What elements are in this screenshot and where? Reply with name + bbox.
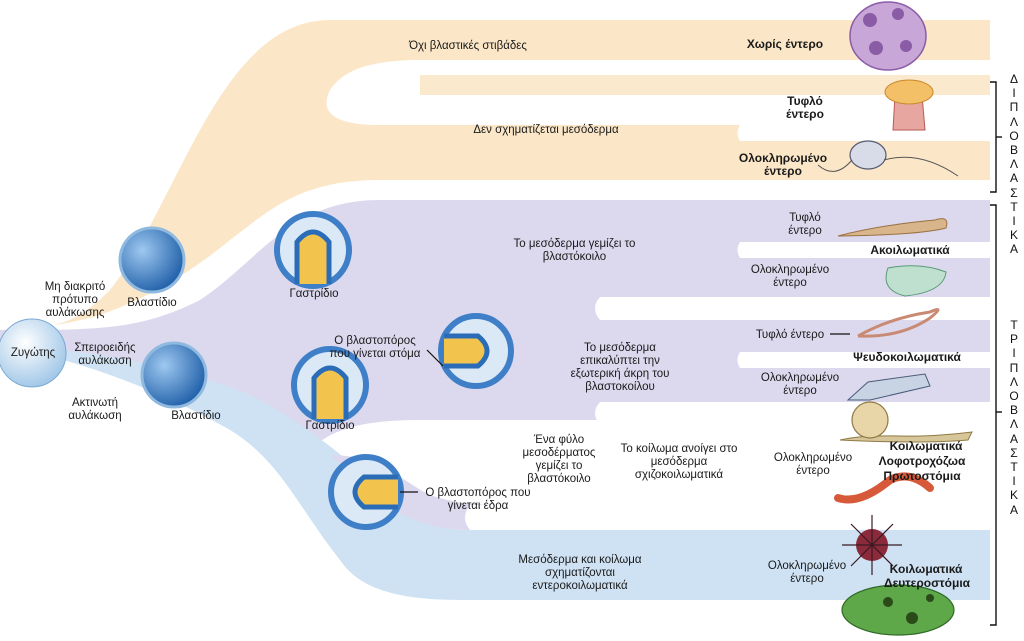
coelomates-deuterostome-label-1: Κοιλωματικά: [889, 562, 963, 576]
coelomates-deuterostome-label-2: Δευτεροστόμια: [883, 576, 971, 590]
sponge-icon: [849, 1, 927, 71]
blastula-upper-label: Βλαστίδιο: [127, 297, 177, 309]
acoelomates-label: Ακοιλωματικά: [870, 243, 950, 257]
nematode-icon: [857, 308, 940, 338]
no-gut-label: Χωρίς έντερο: [746, 37, 824, 51]
gastrula-upper-label: Γαστρίδιο: [289, 288, 339, 300]
tardigrade-icon: [846, 373, 931, 401]
mesoderm-fills-label: Το μεσόδερμα γεμίζει το βλαστόκοιλο: [513, 238, 636, 263]
coelomates-protostome-label-2: Λοφοτροχόζωα: [878, 454, 966, 468]
deuterostome-embryo-icon: [328, 454, 404, 530]
complete-gut-label-1: Ολοκληρωμένο έντερο: [738, 151, 828, 178]
mesoderm-sheet-label: Ένα φύλο μεσοδέρματος γεμίζει το βλαστόκ…: [522, 434, 596, 485]
enterocoely-label: Μεσόδερμα και κοίλωμα σχηματίζονται εντε…: [518, 554, 642, 592]
flatworm-icon: [837, 218, 948, 237]
mesoderm-lines-label: Το μεσόδερμα επικαλύπτει την εξωτερική ά…: [570, 342, 670, 393]
rotifer-icon: [885, 265, 947, 297]
complete-gut-label-5: Ολοκληρωμένο έντερο: [767, 560, 847, 585]
blastopore-mouth-label: Ο βλαστοπόρος που γίνεται στόμα: [329, 335, 421, 360]
sea-urchin-icon: [842, 515, 902, 575]
no-germ-layers-label: Όχι βλαστικές στιβάδες: [409, 40, 527, 52]
blastula-upper-icon: [118, 226, 186, 294]
diploblastic-bracket: [990, 81, 1002, 193]
complete-gut-label-3: Ολοκληρωμένο έντερο: [760, 372, 840, 397]
blastula-lower-icon: [140, 341, 208, 409]
schizocoely-label: Το κοίλωμα ανοίγει στο μεσόδερμα σχιζοκο…: [620, 443, 738, 481]
complete-gut-label-2: Ολοκληρωμένο έντερο: [750, 264, 830, 289]
snail-icon: [839, 401, 973, 443]
blind-gut-label-3: Τυφλό έντερο: [755, 329, 825, 341]
radial-cleavage-label: Ακτινωτή αυλάκωση: [68, 397, 122, 422]
band-separators: [465, 125, 990, 530]
pointer-lines: [400, 333, 850, 493]
protostome-embryo-icon: [438, 313, 514, 389]
complete-gut-label-4: Ολοκληρωμένο έντερο: [773, 452, 853, 477]
indeterminate-cleavage-label: Μη διακριτό πρότυπο αυλάκωσης: [44, 281, 106, 319]
ctenophore-icon: [817, 140, 959, 177]
coelomates-protostome-label-3: Πρωτοστόμια: [883, 469, 961, 483]
diploblastic-band: [0, 20, 990, 330]
blind-gut-label-1: Τυφλό έντερο: [786, 94, 824, 121]
blastopore-anus-label: Ο βλαστοπόρος που γίνεται έδρα: [425, 487, 531, 512]
coelomates-protostome-label-1: Κοιλωματικά: [889, 439, 963, 453]
gastrula-lower-label: Γαστρίδιο: [305, 420, 355, 432]
triploblastic-bracket: [990, 204, 1002, 626]
no-mesoderm-label: Δεν σχηματίζεται μεσόδερμα: [473, 124, 619, 136]
gastrula-lower-icon: [291, 346, 369, 424]
blastula-lower-label: Βλαστίδιο: [171, 410, 221, 422]
zygote-label: Ζυγώτης: [10, 347, 56, 359]
sea-anemone-icon: [884, 79, 934, 131]
blind-gut-label-2: Τυφλό έντερο: [788, 212, 822, 237]
frog-icon: [841, 584, 955, 636]
pseudocoelomates-label: Ψευδοκοιλωματικά: [853, 350, 961, 364]
zygote-icon: [0, 318, 67, 388]
spiral-cleavage-label: Σπειροειδής αυλάκωση: [74, 342, 136, 367]
gastrula-upper-icon: [274, 211, 352, 289]
earthworm-icon: [834, 472, 934, 504]
